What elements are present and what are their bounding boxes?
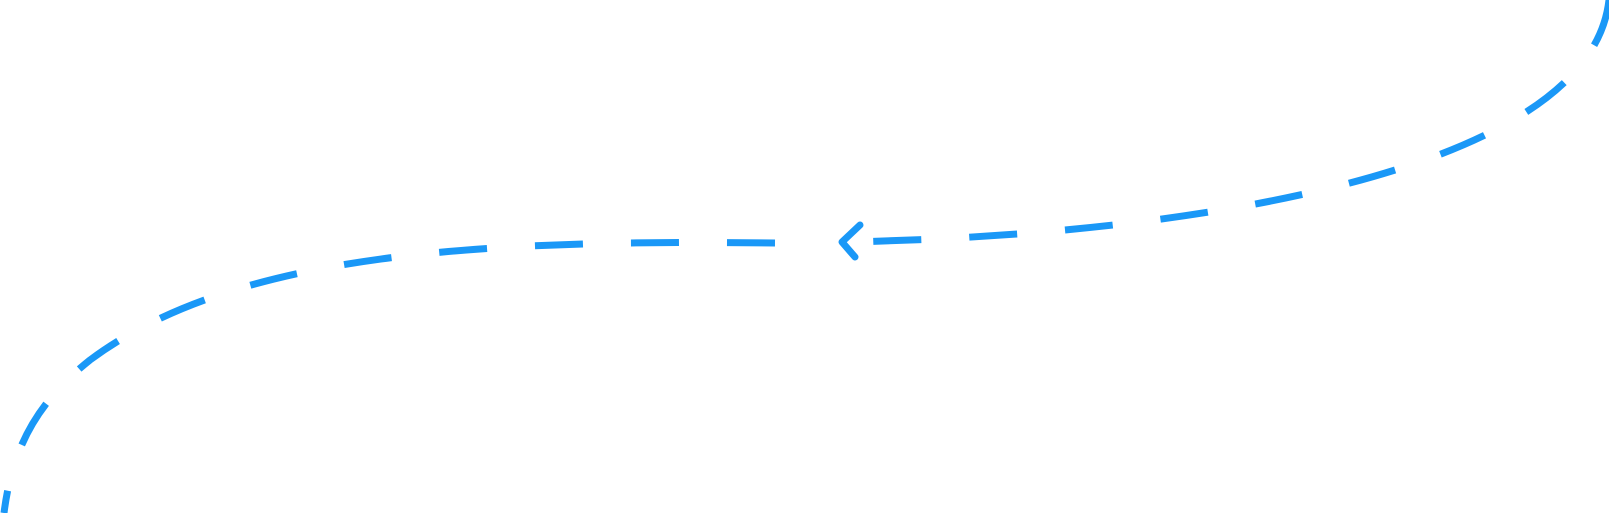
connector-curve-right-segment[interactable] [845,0,1609,246]
arrowhead-left-icon [838,221,864,261]
connector-curve-left-segment[interactable] [0,239,776,513]
